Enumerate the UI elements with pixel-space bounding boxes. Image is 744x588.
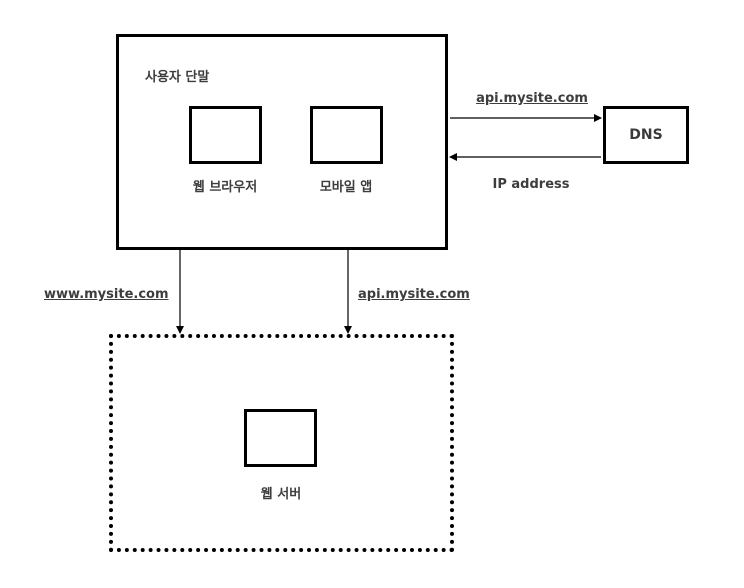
dns-response-label: IP address <box>492 177 570 192</box>
web-server-label: 웹 서버 <box>260 487 302 502</box>
web-browser-box <box>189 106 262 164</box>
web-browser-label: 웹 브라우저 <box>192 180 258 195</box>
mobile-app-label: 모바일 앱 <box>319 180 373 195</box>
web-server-box <box>244 409 317 467</box>
dns-box: DNS <box>603 106 689 164</box>
dns-request-label: api.mysite.com <box>476 91 588 106</box>
mobile-app-box <box>310 106 383 164</box>
api-link-label: api.mysite.com <box>358 287 470 302</box>
dns-label: DNS <box>629 127 663 143</box>
www-link-label: www.mysite.com <box>44 287 169 302</box>
client-device-box <box>116 34 448 250</box>
client-device-title: 사용자 단말 <box>145 70 210 85</box>
